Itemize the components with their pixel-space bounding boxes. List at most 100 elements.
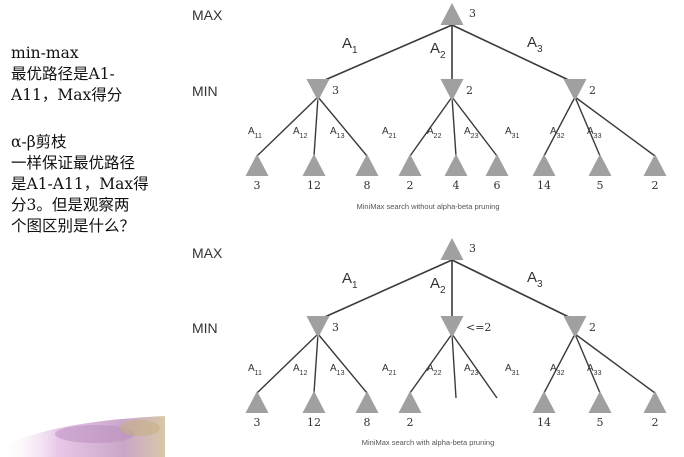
note-line: 个图区别是什么？ bbox=[11, 217, 136, 235]
branch-label: A13 bbox=[330, 363, 345, 377]
edge bbox=[543, 96, 576, 157]
branch-label: A11 bbox=[248, 363, 262, 377]
min-level-label: MIN bbox=[192, 320, 218, 336]
edge bbox=[574, 333, 601, 394]
min-node bbox=[563, 79, 587, 101]
branch-label: A33 bbox=[587, 363, 602, 377]
note-line: min-max bbox=[11, 44, 79, 62]
leaf-node bbox=[245, 154, 269, 176]
decorative-image bbox=[0, 416, 165, 457]
min-node bbox=[306, 79, 330, 101]
edge bbox=[317, 96, 368, 157]
branch-label: A3 bbox=[527, 269, 543, 290]
edge bbox=[317, 259, 453, 321]
branch-label: A2 bbox=[430, 275, 446, 296]
leaf-value: 4 bbox=[453, 179, 460, 192]
leaf-value: 6 bbox=[494, 179, 501, 192]
branch-label: A31 bbox=[505, 126, 520, 140]
leaf-value: 2 bbox=[652, 416, 659, 429]
note-line: 最优路径是A1- bbox=[11, 65, 115, 83]
leaf-value: 8 bbox=[364, 179, 371, 192]
leaf-node bbox=[355, 154, 379, 176]
edge bbox=[451, 259, 576, 321]
branch-label: A11 bbox=[248, 126, 262, 140]
leaf-value: 12 bbox=[307, 416, 321, 429]
note-line: A11，Max得分 bbox=[11, 86, 123, 104]
leaf-value: 14 bbox=[537, 416, 551, 429]
note-line: 是A1-A11，Max得 bbox=[11, 175, 149, 193]
branch-label: A12 bbox=[293, 363, 308, 377]
min-node bbox=[440, 316, 464, 338]
max-node bbox=[440, 238, 464, 260]
min-value: 2 bbox=[589, 84, 596, 97]
edge bbox=[574, 333, 656, 394]
edge bbox=[451, 96, 498, 157]
pruned-edge bbox=[451, 333, 457, 399]
leaf-node bbox=[398, 391, 422, 413]
edge bbox=[574, 96, 656, 157]
branch-label: A23 bbox=[464, 126, 479, 140]
leaf-node bbox=[245, 391, 269, 413]
leaf-value: 2 bbox=[652, 179, 659, 192]
edge bbox=[409, 333, 453, 394]
max-level-label: MAX bbox=[192, 245, 223, 261]
leaf-value: 3 bbox=[254, 179, 261, 192]
edge bbox=[543, 333, 576, 394]
branch-label: A33 bbox=[587, 126, 602, 140]
branch-label: A23 bbox=[464, 363, 479, 377]
edge bbox=[574, 96, 601, 157]
min-value: 2 bbox=[466, 84, 473, 97]
min-value: 2 bbox=[589, 321, 596, 334]
leaf-value: 5 bbox=[597, 179, 604, 192]
branch-label: A3 bbox=[527, 34, 543, 55]
leaf-node bbox=[302, 391, 326, 413]
diagram-caption: MiniMax search with alpha-beta pruning bbox=[362, 438, 495, 447]
leaf-node bbox=[532, 391, 556, 413]
edge bbox=[313, 96, 319, 157]
edge bbox=[317, 333, 368, 394]
branch-label: A22 bbox=[427, 126, 442, 140]
leaf-node bbox=[485, 154, 509, 176]
max-level-label: MAX bbox=[192, 7, 223, 23]
max-node bbox=[440, 3, 464, 25]
leaf-value: 8 bbox=[364, 416, 371, 429]
leaf-node bbox=[398, 154, 422, 176]
leaf-node bbox=[532, 154, 556, 176]
edge bbox=[451, 24, 576, 84]
min-value: 3 bbox=[332, 321, 339, 334]
edge bbox=[317, 24, 453, 84]
note-line: α-β剪枝 bbox=[11, 133, 67, 151]
root-value: 3 bbox=[469, 242, 476, 255]
leaf-node bbox=[302, 154, 326, 176]
min-node bbox=[563, 316, 587, 338]
pruned-edge bbox=[451, 333, 498, 399]
edge bbox=[313, 333, 319, 394]
leaf-node bbox=[643, 391, 667, 413]
leaf-node bbox=[444, 154, 468, 176]
branch-label: A2 bbox=[430, 40, 446, 61]
leaf-node bbox=[588, 391, 612, 413]
branch-label: A13 bbox=[330, 126, 345, 140]
min-value: <=2 bbox=[466, 321, 491, 334]
branch-label: A32 bbox=[550, 363, 565, 377]
note-line: 一样保证最优路径 bbox=[11, 154, 136, 172]
leaf-value: 14 bbox=[537, 179, 551, 192]
branch-label: A22 bbox=[427, 363, 442, 377]
edge bbox=[256, 96, 319, 157]
leaf-node bbox=[355, 391, 379, 413]
leaf-node bbox=[588, 154, 612, 176]
branch-label: A12 bbox=[293, 126, 308, 140]
branch-label: A1 bbox=[342, 35, 358, 56]
note-line: 分3。但是观察两 bbox=[11, 196, 130, 214]
branch-label: A1 bbox=[342, 270, 358, 291]
edge bbox=[256, 333, 319, 394]
min-value: 3 bbox=[332, 84, 339, 97]
branch-label: A21 bbox=[382, 126, 397, 140]
leaf-value: 2 bbox=[407, 179, 414, 192]
leaf-node bbox=[643, 154, 667, 176]
branch-label: A32 bbox=[550, 126, 565, 140]
diagram-caption: MiniMax search without alpha-beta prunin… bbox=[357, 202, 500, 211]
branch-label: A21 bbox=[382, 363, 397, 377]
root-value: 3 bbox=[469, 7, 476, 20]
